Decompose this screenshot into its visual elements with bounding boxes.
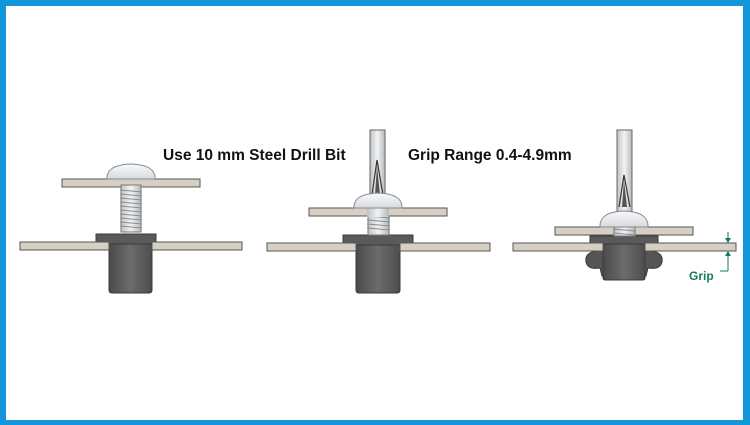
grip-dimension-arrows — [720, 232, 731, 272]
step-2 — [266, 129, 491, 294]
drill-bit-instruction: Use 10 mm Steel Drill Bit — [163, 147, 346, 164]
grip-label: Grip — [689, 269, 714, 283]
grip-range-label: Grip Range 0.4-4.9mm — [408, 147, 572, 164]
step-3 — [512, 129, 737, 281]
step-1 — [19, 163, 243, 294]
